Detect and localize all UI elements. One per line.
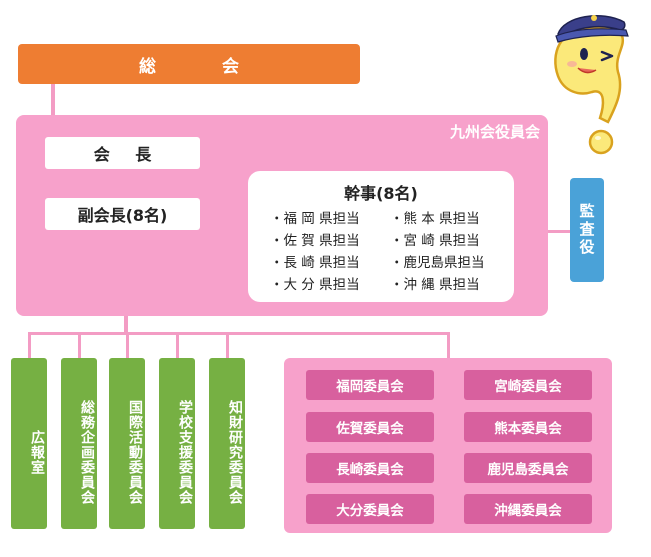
pref-committee-okinawa: 沖縄委員会 <box>464 494 592 524</box>
auditor-box: 監査役 <box>570 178 604 282</box>
exec-rep: ・長 崎 県担当 <box>270 255 360 271</box>
committee-international: 国際活動委員会 <box>109 358 145 529</box>
executives-title: 幹事(8名) <box>344 184 418 203</box>
committee-general-planning: 総務企画委員会 <box>61 358 97 529</box>
pref-committee-kumamoto: 熊本委員会 <box>464 412 592 442</box>
chair-box: 会 長 <box>45 137 200 169</box>
exec-rep: ・鹿児島県担当 <box>390 255 485 271</box>
connector-general-council <box>51 84 55 115</box>
connector-drop-5 <box>226 332 229 358</box>
question-mark-mascot-icon <box>540 6 644 162</box>
connector-committee-bus <box>28 332 450 335</box>
connector-drop-pref <box>447 332 450 358</box>
exec-rep: ・宮 崎 県担当 <box>390 233 480 249</box>
exec-rep: ・佐 賀 県担当 <box>270 233 360 249</box>
connector-drop-1 <box>28 332 31 358</box>
pref-committee-kagoshima: 鹿児島委員会 <box>464 453 592 483</box>
pref-committee-oita: 大分委員会 <box>306 494 434 524</box>
committee-school-support: 学校支援委員会 <box>159 358 195 529</box>
committee-public-relations: 広報室 <box>11 358 47 529</box>
exec-rep: ・沖 縄 県担当 <box>390 277 480 293</box>
connector-council-auditor <box>548 230 570 233</box>
pref-committee-fukuoka: 福岡委員会 <box>306 370 434 400</box>
pref-committee-nagasaki: 長崎委員会 <box>306 453 434 483</box>
pref-committee-saga: 佐賀委員会 <box>306 412 434 442</box>
vice-chair-box: 副会長(8名) <box>45 198 200 230</box>
connector-council-down <box>124 316 128 334</box>
committee-ip-research: 知財研究委員会 <box>209 358 245 529</box>
pref-committee-miyazaki: 宮崎委員会 <box>464 370 592 400</box>
general-meeting-box: 総 会 <box>18 44 360 84</box>
exec-rep: ・熊 本 県担当 <box>390 211 480 227</box>
connector-drop-3 <box>126 332 129 358</box>
connector-drop-2 <box>78 332 81 358</box>
connector-drop-4 <box>176 332 179 358</box>
council-title: 九州会役員会 <box>449 123 540 141</box>
exec-rep: ・福 岡 県担当 <box>270 211 360 227</box>
executives-box <box>248 171 514 302</box>
exec-rep: ・大 分 県担当 <box>270 277 360 293</box>
